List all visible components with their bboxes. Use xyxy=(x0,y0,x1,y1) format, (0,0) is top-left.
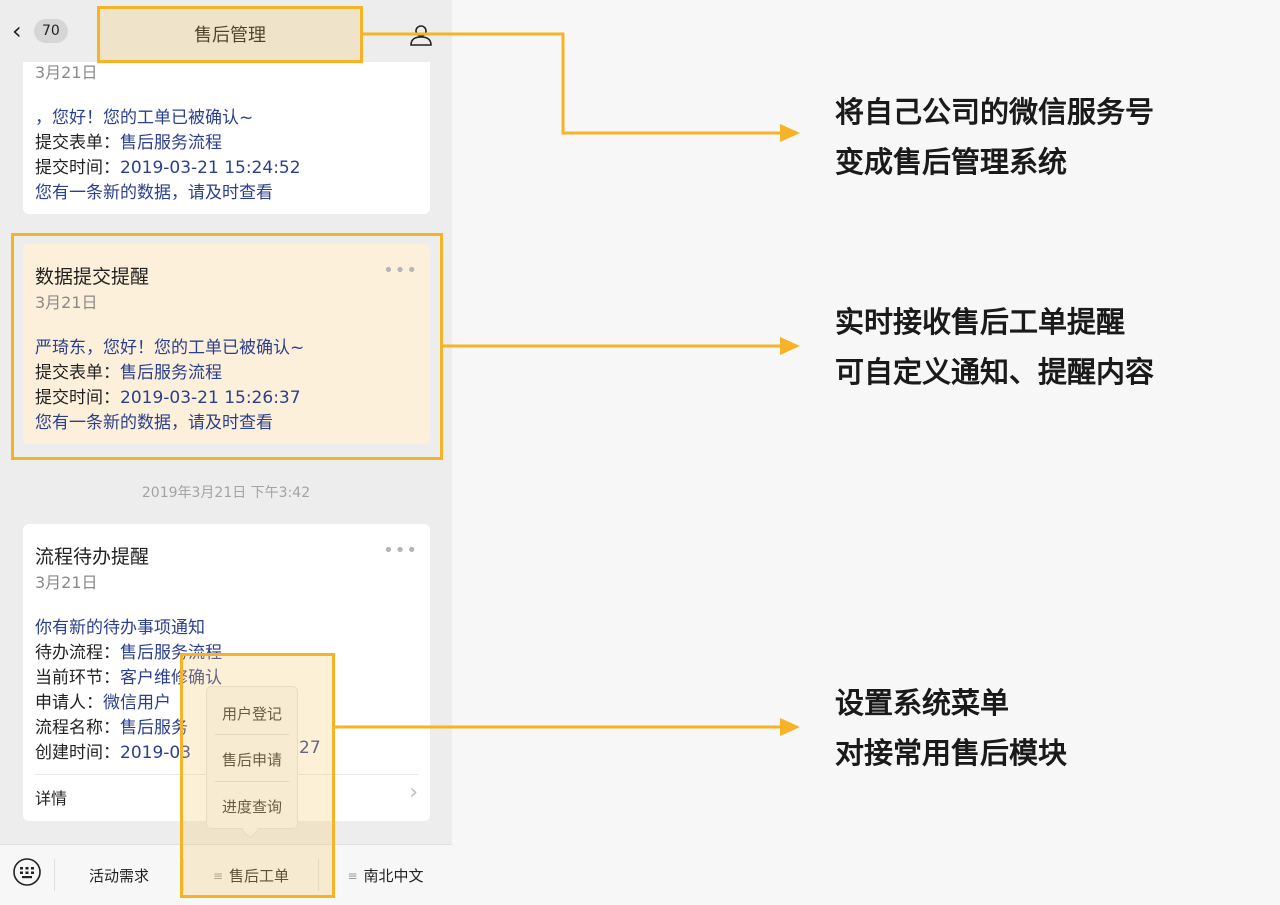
step-value: 客户维修确认 xyxy=(120,668,222,688)
card-name-line: 流程名称：售后服务 xyxy=(35,713,188,738)
menu-icon: ≡ xyxy=(347,868,358,883)
page-title: 售后管理 xyxy=(194,25,266,46)
card-time-line: 提交时间：2019-03-21 15:24:52 xyxy=(35,153,301,178)
callout-service-account: 将自己公司的微信服务号 变成售后管理系统 xyxy=(835,87,1154,187)
time-label: 提交时间： xyxy=(35,158,120,178)
created-value-end: 27 xyxy=(299,738,321,758)
unread-count-badge: 70 xyxy=(34,19,68,43)
callout-line: 将自己公司的微信服务号 xyxy=(835,95,1155,129)
card-form-line: 提交表单：售后服务流程 xyxy=(35,128,222,153)
back-button[interactable]: ‹ 70 xyxy=(12,17,68,45)
menu-tab-label: 售后工单 xyxy=(229,867,290,885)
submenu-item-after-sales-apply[interactable]: 售后申请 xyxy=(221,751,282,769)
tab-divider xyxy=(318,859,319,891)
card-date: 3月21日 xyxy=(35,573,98,592)
time-value: 2019-03-21 15:24:52 xyxy=(120,158,301,178)
form-value: 售后服务流程 xyxy=(120,133,222,153)
keyboard-icon[interactable] xyxy=(12,857,42,887)
step-label: 当前环节： xyxy=(35,668,120,688)
time-value: 2019-03-21 15:26:37 xyxy=(120,388,301,408)
menu-tab-nanbei[interactable]: ≡ 南北中文 xyxy=(319,845,452,905)
nav-bar: ‹ 70 售后管理 xyxy=(0,0,452,62)
form-label: 提交表单： xyxy=(35,363,120,383)
card-greeting: 严琦东，您好！您的工单已被确认~ xyxy=(35,338,305,358)
submenu-divider xyxy=(215,781,289,782)
callout-reminders: 实时接收售后工单提醒 可自定义通知、提醒内容 xyxy=(835,297,1154,397)
card-title: 流程待办提醒 xyxy=(35,546,150,568)
menu-tab-label: 活动需求 xyxy=(88,867,149,885)
callout-line: 实时接收售后工单提醒 xyxy=(835,305,1126,339)
callout-menu: 设置系统菜单 对接常用售后模块 xyxy=(835,678,1067,778)
menu-tab-activity[interactable]: 活动需求 xyxy=(55,845,183,905)
tab-divider xyxy=(54,859,55,891)
card-greeting: ，您好！您的工单已被确认~ xyxy=(35,108,254,128)
card-form-line: 提交表单：售后服务流程 xyxy=(35,358,222,383)
card-title: 数据提交提醒 xyxy=(35,266,150,288)
card-time-line: 提交时间：2019-03-21 15:26:37 xyxy=(35,383,301,408)
card-date: 3月21日 xyxy=(35,63,98,82)
flow-value: 售后服务流程 xyxy=(120,643,222,663)
card-notice: 你有新的待办事项通知 xyxy=(35,618,205,638)
menu-tab-work-order[interactable]: ≡ 售后工单 xyxy=(184,845,318,905)
name-label: 流程名称： xyxy=(35,718,120,738)
submenu-item-progress-query[interactable]: 进度查询 xyxy=(221,798,282,816)
card-created-line: 创建时间：2019-03 xyxy=(35,738,191,763)
time-label: 提交时间： xyxy=(35,388,120,408)
tab-divider xyxy=(183,859,184,891)
more-icon[interactable]: ••• xyxy=(383,260,418,281)
menu-icon: ≡ xyxy=(212,868,224,883)
phone-screen: ‹ 70 售后管理 3月21日 ，您好！您的工单已被确认~ 提交表单：售后服务流… xyxy=(0,0,452,905)
callout-line: 设置系统菜单 xyxy=(835,686,1010,720)
chevron-left-icon: ‹ xyxy=(12,17,22,45)
menu-tab-label: 南北中文 xyxy=(363,867,424,885)
callout-line: 可自定义通知、提醒内容 xyxy=(835,355,1155,389)
more-icon[interactable]: ••• xyxy=(383,540,418,561)
chevron-right-icon: › xyxy=(409,780,418,805)
card-step-line: 当前环节：客户维修确认 xyxy=(35,663,222,688)
card-created-line-end: 27 xyxy=(299,738,321,758)
created-value-start: 2019-03 xyxy=(120,743,192,763)
message-card-data-submit[interactable]: 数据提交提醒 ••• 3月21日 严琦东，您好！您的工单已被确认~ 提交表单：售… xyxy=(23,244,430,444)
name-value: 售后服务 xyxy=(120,718,188,738)
card-notice: 您有一条新的数据，请及时查看 xyxy=(35,413,273,433)
form-label: 提交表单： xyxy=(35,133,120,153)
bottom-menu-bar: 活动需求 ≡ 售后工单 ≡ 南北中文 xyxy=(0,844,452,905)
card-applicant-line: 申请人：微信用户 xyxy=(35,688,171,713)
created-label: 创建时间： xyxy=(35,743,120,763)
card-flow-line: 待办流程：售后服务流程 xyxy=(35,638,222,663)
callout-line: 变成售后管理系统 xyxy=(835,145,1068,179)
submenu-item-user-register[interactable]: 用户登记 xyxy=(221,705,282,723)
form-value: 售后服务流程 xyxy=(120,363,222,383)
chat-timestamp: 2019年3月21日 下午3:42 xyxy=(141,485,311,501)
applicant-label: 申请人： xyxy=(35,693,103,713)
submenu-divider xyxy=(215,734,289,735)
card-details-link[interactable]: 详情 xyxy=(35,789,68,808)
flow-label: 待办流程： xyxy=(35,643,120,663)
callout-line: 对接常用售后模块 xyxy=(835,736,1068,770)
card-notice: 您有一条新的数据，请及时查看 xyxy=(35,183,273,203)
applicant-value: 微信用户 xyxy=(103,693,171,713)
card-date: 3月21日 xyxy=(35,293,98,312)
person-icon[interactable] xyxy=(408,22,434,48)
